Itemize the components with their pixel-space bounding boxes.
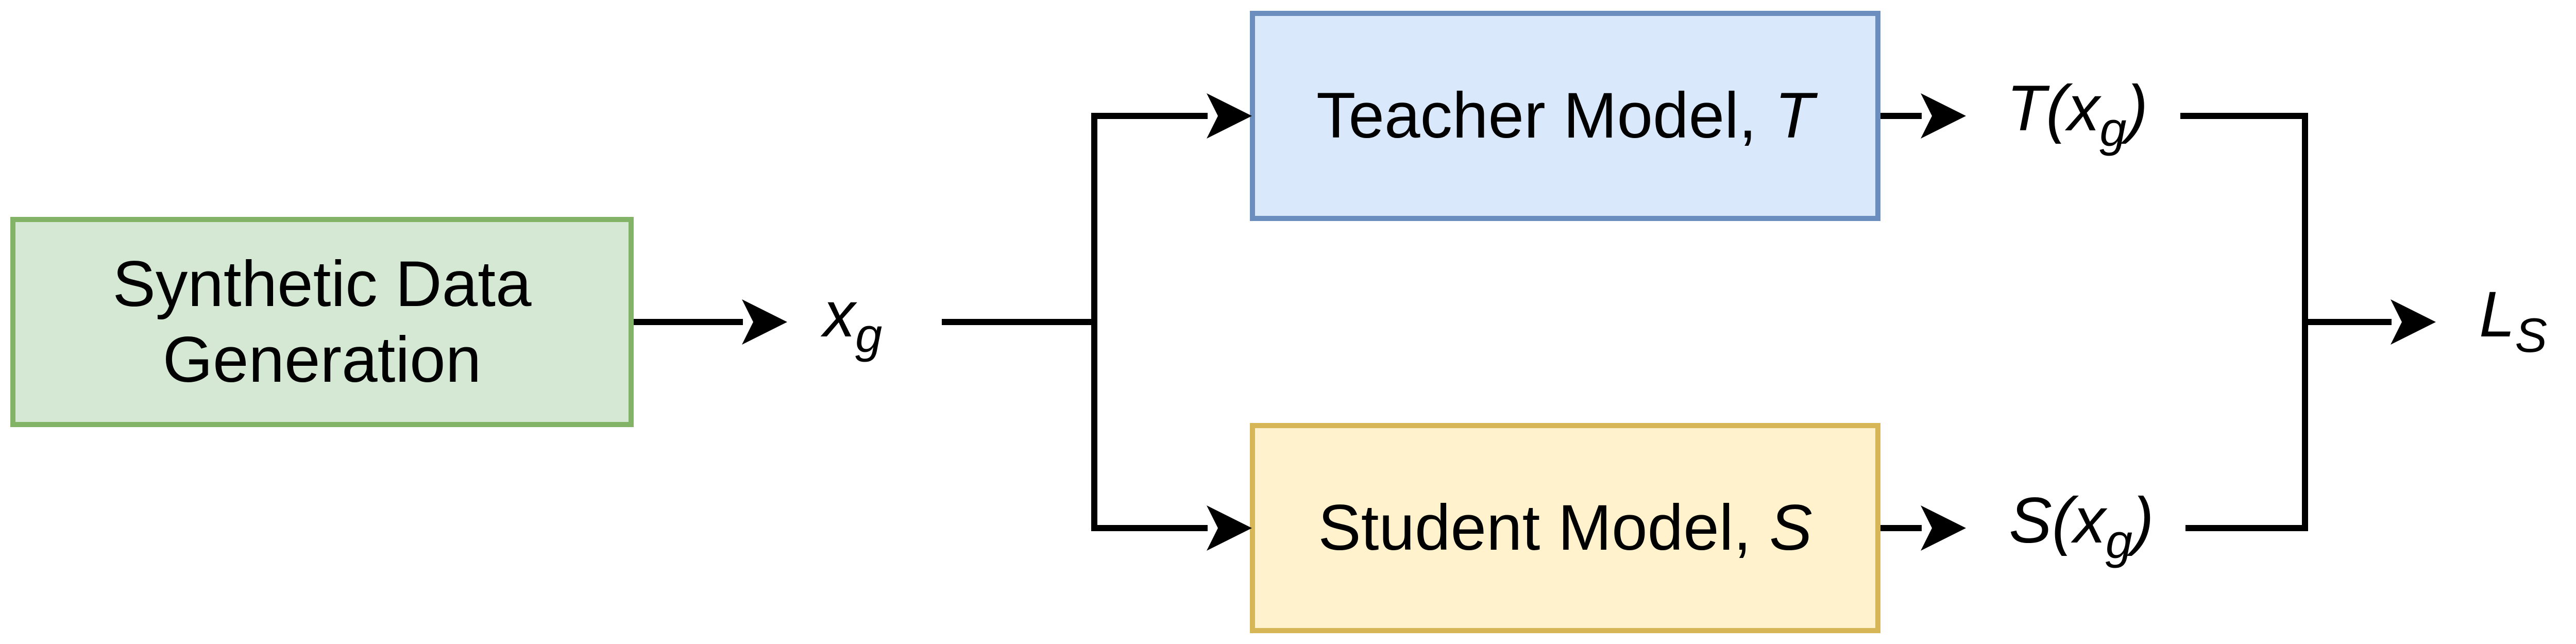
edge-sxg-to-merge-line [2185, 525, 2308, 531]
arrowhead-shape [1207, 93, 1252, 139]
arrowhead-shape [2391, 299, 2436, 345]
arrowhead-to-teacher-icon [1207, 93, 1252, 139]
synthetic-label-line2: Generation [162, 324, 482, 396]
edge-split-to-teacher-line [1091, 113, 1208, 119]
synthetic-node-label: Synthetic Data Generation [113, 246, 532, 398]
sxg-fn: S [2009, 485, 2052, 556]
student-label-text: Student Model, [1318, 492, 1752, 564]
loss-subscript: S [2515, 308, 2548, 362]
synthetic-data-generation-node: Synthetic Data Generation [10, 217, 634, 427]
arrowhead-to-txg-icon [1921, 93, 1966, 139]
student-node-label: Student Model,S [1318, 490, 1812, 566]
txg-fn: T [2006, 73, 2046, 144]
merge-vertical-line [2302, 113, 2308, 531]
teacher-node-label: Teacher Model,T [1316, 78, 1814, 154]
xg-label: xg [823, 278, 883, 363]
txg-paren-open: ( [2046, 73, 2067, 144]
xg-subscript: g [855, 308, 883, 362]
xg-base: x [823, 279, 856, 350]
txg-subscript: g [2099, 102, 2127, 156]
txg-arg: x [2067, 73, 2100, 144]
edge-txg-to-merge-line [2180, 113, 2308, 119]
arrowhead-to-sxg-icon [1921, 505, 1966, 551]
arrowhead-to-loss-icon [2391, 299, 2436, 345]
synthetic-label-line1: Synthetic Data [112, 248, 532, 320]
edge-split-to-student-line [1091, 525, 1208, 531]
sxg-paren-open: ( [2052, 485, 2074, 556]
teacher-label-text: Teacher Model, [1316, 80, 1757, 152]
teacher-output-label: T(xg) [2007, 72, 2148, 157]
edge-teacher-to-txg-line [1880, 113, 1922, 119]
arrowhead-to-student-icon [1207, 505, 1252, 551]
arrowhead-to-xg-icon [742, 299, 787, 345]
arrowhead-shape [1921, 505, 1966, 551]
teacher-model-node: Teacher Model,T [1250, 11, 1880, 221]
loss-label: LS [2479, 278, 2547, 363]
sxg-subscript: g [2105, 514, 2133, 568]
edge-merge-to-loss-line [2308, 319, 2392, 325]
txg-paren-close: ) [2126, 73, 2148, 144]
loss-base: L [2479, 279, 2515, 350]
teacher-symbol: T [1774, 80, 1814, 152]
split-vertical-line [1091, 113, 1097, 531]
student-output-label: S(xg) [2009, 484, 2154, 569]
edge-student-to-sxg-line [1880, 525, 1922, 531]
arrowhead-shape [742, 299, 787, 345]
student-model-node: Student Model,S [1250, 423, 1880, 633]
arrowhead-shape [1207, 505, 1252, 551]
sxg-paren-close: ) [2132, 485, 2154, 556]
edge-xg-to-split-line [942, 319, 1097, 325]
arrowhead-shape [1921, 93, 1966, 139]
student-symbol: S [1769, 492, 1812, 564]
edge-synthetic-to-xg-line [634, 319, 743, 325]
sxg-arg: x [2073, 485, 2106, 556]
